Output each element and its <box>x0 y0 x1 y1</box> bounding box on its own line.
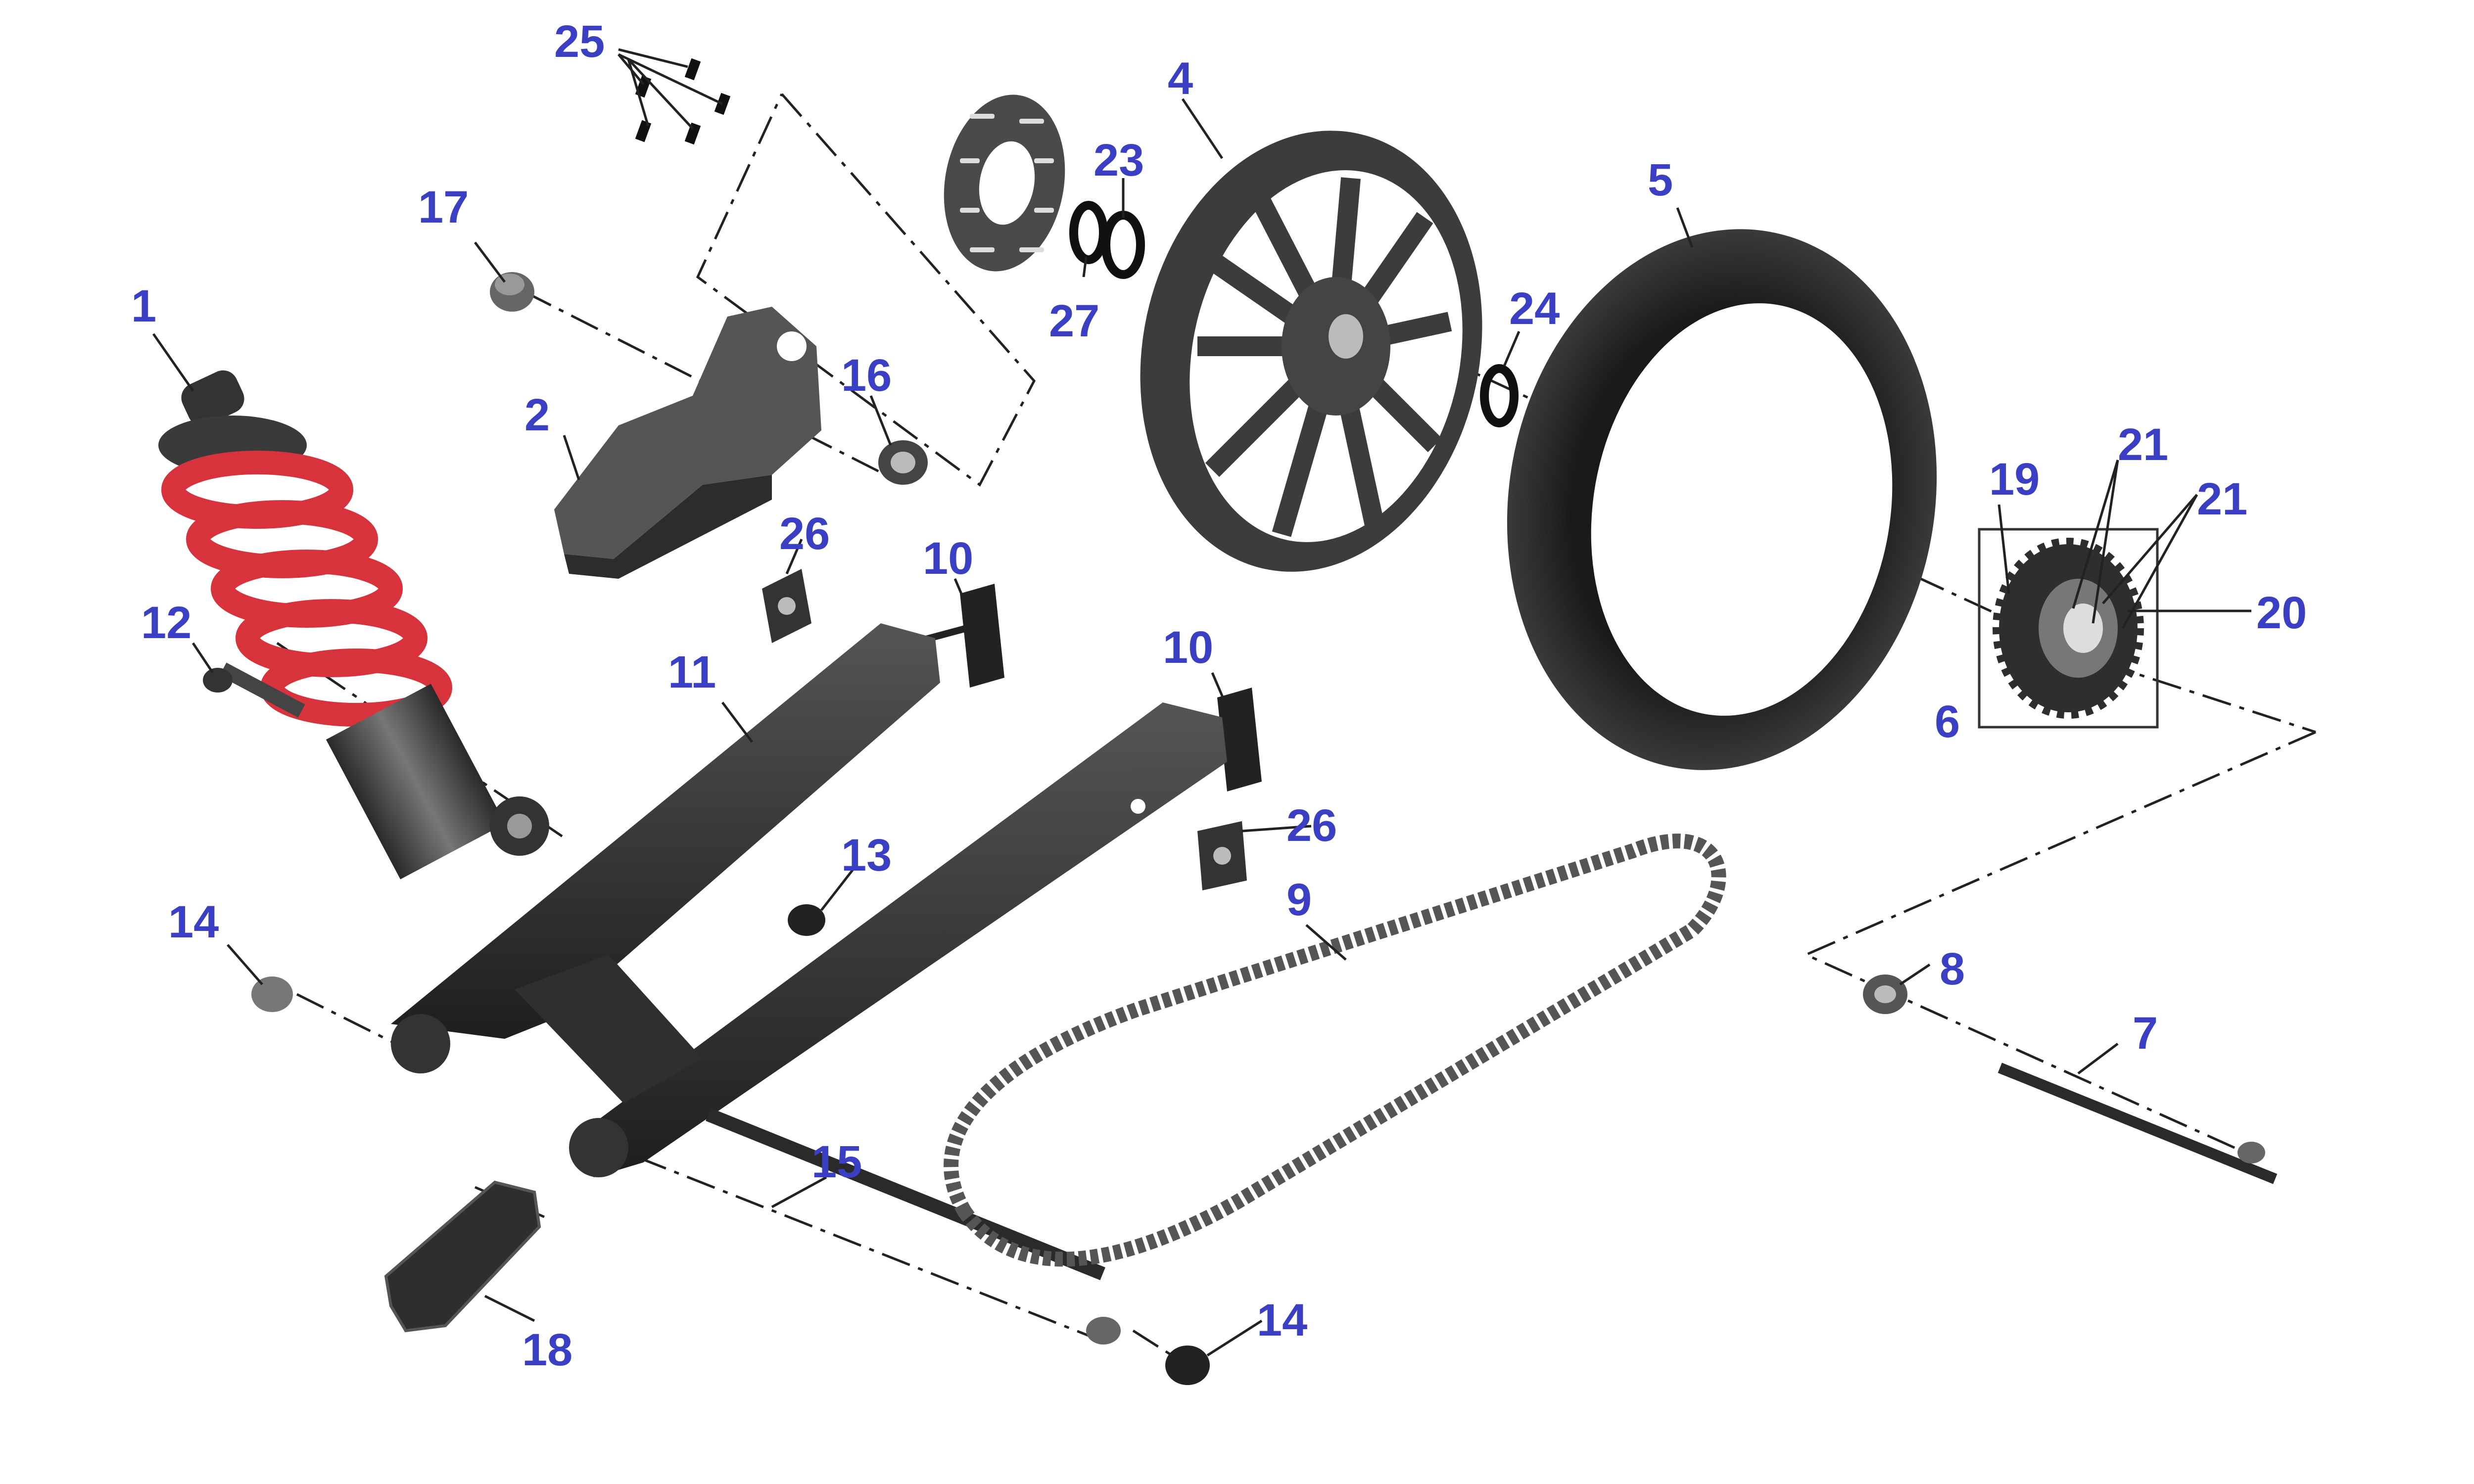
label-14a: 14 <box>168 897 219 947</box>
label-26b: 26 <box>1286 800 1337 851</box>
label-26a: 26 <box>779 509 830 559</box>
label-10b: 10 <box>1163 622 1213 673</box>
sprocket-assembly <box>1978 528 2159 729</box>
label-8: 8 <box>1940 944 1965 994</box>
label-11: 11 <box>668 647 716 697</box>
label-16: 16 <box>841 350 892 401</box>
seals <box>1069 201 1145 279</box>
brake-disc <box>944 94 1065 272</box>
label-18: 18 <box>522 1325 572 1375</box>
label-21b: 21 <box>2197 474 2247 524</box>
nut-16 <box>878 440 928 485</box>
nut-8 <box>1863 974 1907 1014</box>
caliper-bracket <box>554 307 821 579</box>
label-2: 2 <box>524 390 550 440</box>
label-24: 24 <box>1509 283 1560 334</box>
nut-13 <box>788 904 825 936</box>
label-17: 17 <box>418 182 469 232</box>
bushing-17 <box>490 272 534 312</box>
label-15: 15 <box>811 1137 862 1187</box>
drive-chain <box>944 834 1726 1267</box>
label-19: 19 <box>1989 454 2040 505</box>
label-9: 9 <box>1286 875 1312 925</box>
label-1: 1 <box>131 281 156 331</box>
label-10a: 10 <box>923 533 973 584</box>
tire <box>1507 229 1937 770</box>
rear-axle <box>1998 1063 2278 1184</box>
shock-absorber <box>158 370 549 880</box>
wheel-rim <box>1140 131 1482 572</box>
bushings-14 <box>251 976 1210 1385</box>
chain-guide <box>384 1180 541 1333</box>
label-14b: 14 <box>1257 1295 1307 1345</box>
chain-adjusters <box>762 569 1247 890</box>
label-21a: 21 <box>2118 419 2168 470</box>
bolt-12 <box>203 662 305 718</box>
leader-lines <box>152 48 2251 1357</box>
label-13: 13 <box>841 830 892 881</box>
label-12: 12 <box>141 598 191 648</box>
label-5: 5 <box>1648 155 1673 205</box>
label-7: 7 <box>2133 1008 2158 1059</box>
swingarm <box>391 623 1227 1177</box>
label-20: 20 <box>2256 588 2307 638</box>
label-27: 27 <box>1049 296 1099 346</box>
callout-labels: 25 17 1 2 16 4 23 27 5 24 21 21 19 20 6 … <box>131 16 2307 1375</box>
spacer-24 <box>1480 364 1519 427</box>
label-4: 4 <box>1168 53 1193 104</box>
label-23: 23 <box>1094 135 1144 186</box>
label-6: 6 <box>1935 696 1960 747</box>
label-25: 25 <box>554 16 605 67</box>
pivot-shaft <box>706 1108 1121 1345</box>
